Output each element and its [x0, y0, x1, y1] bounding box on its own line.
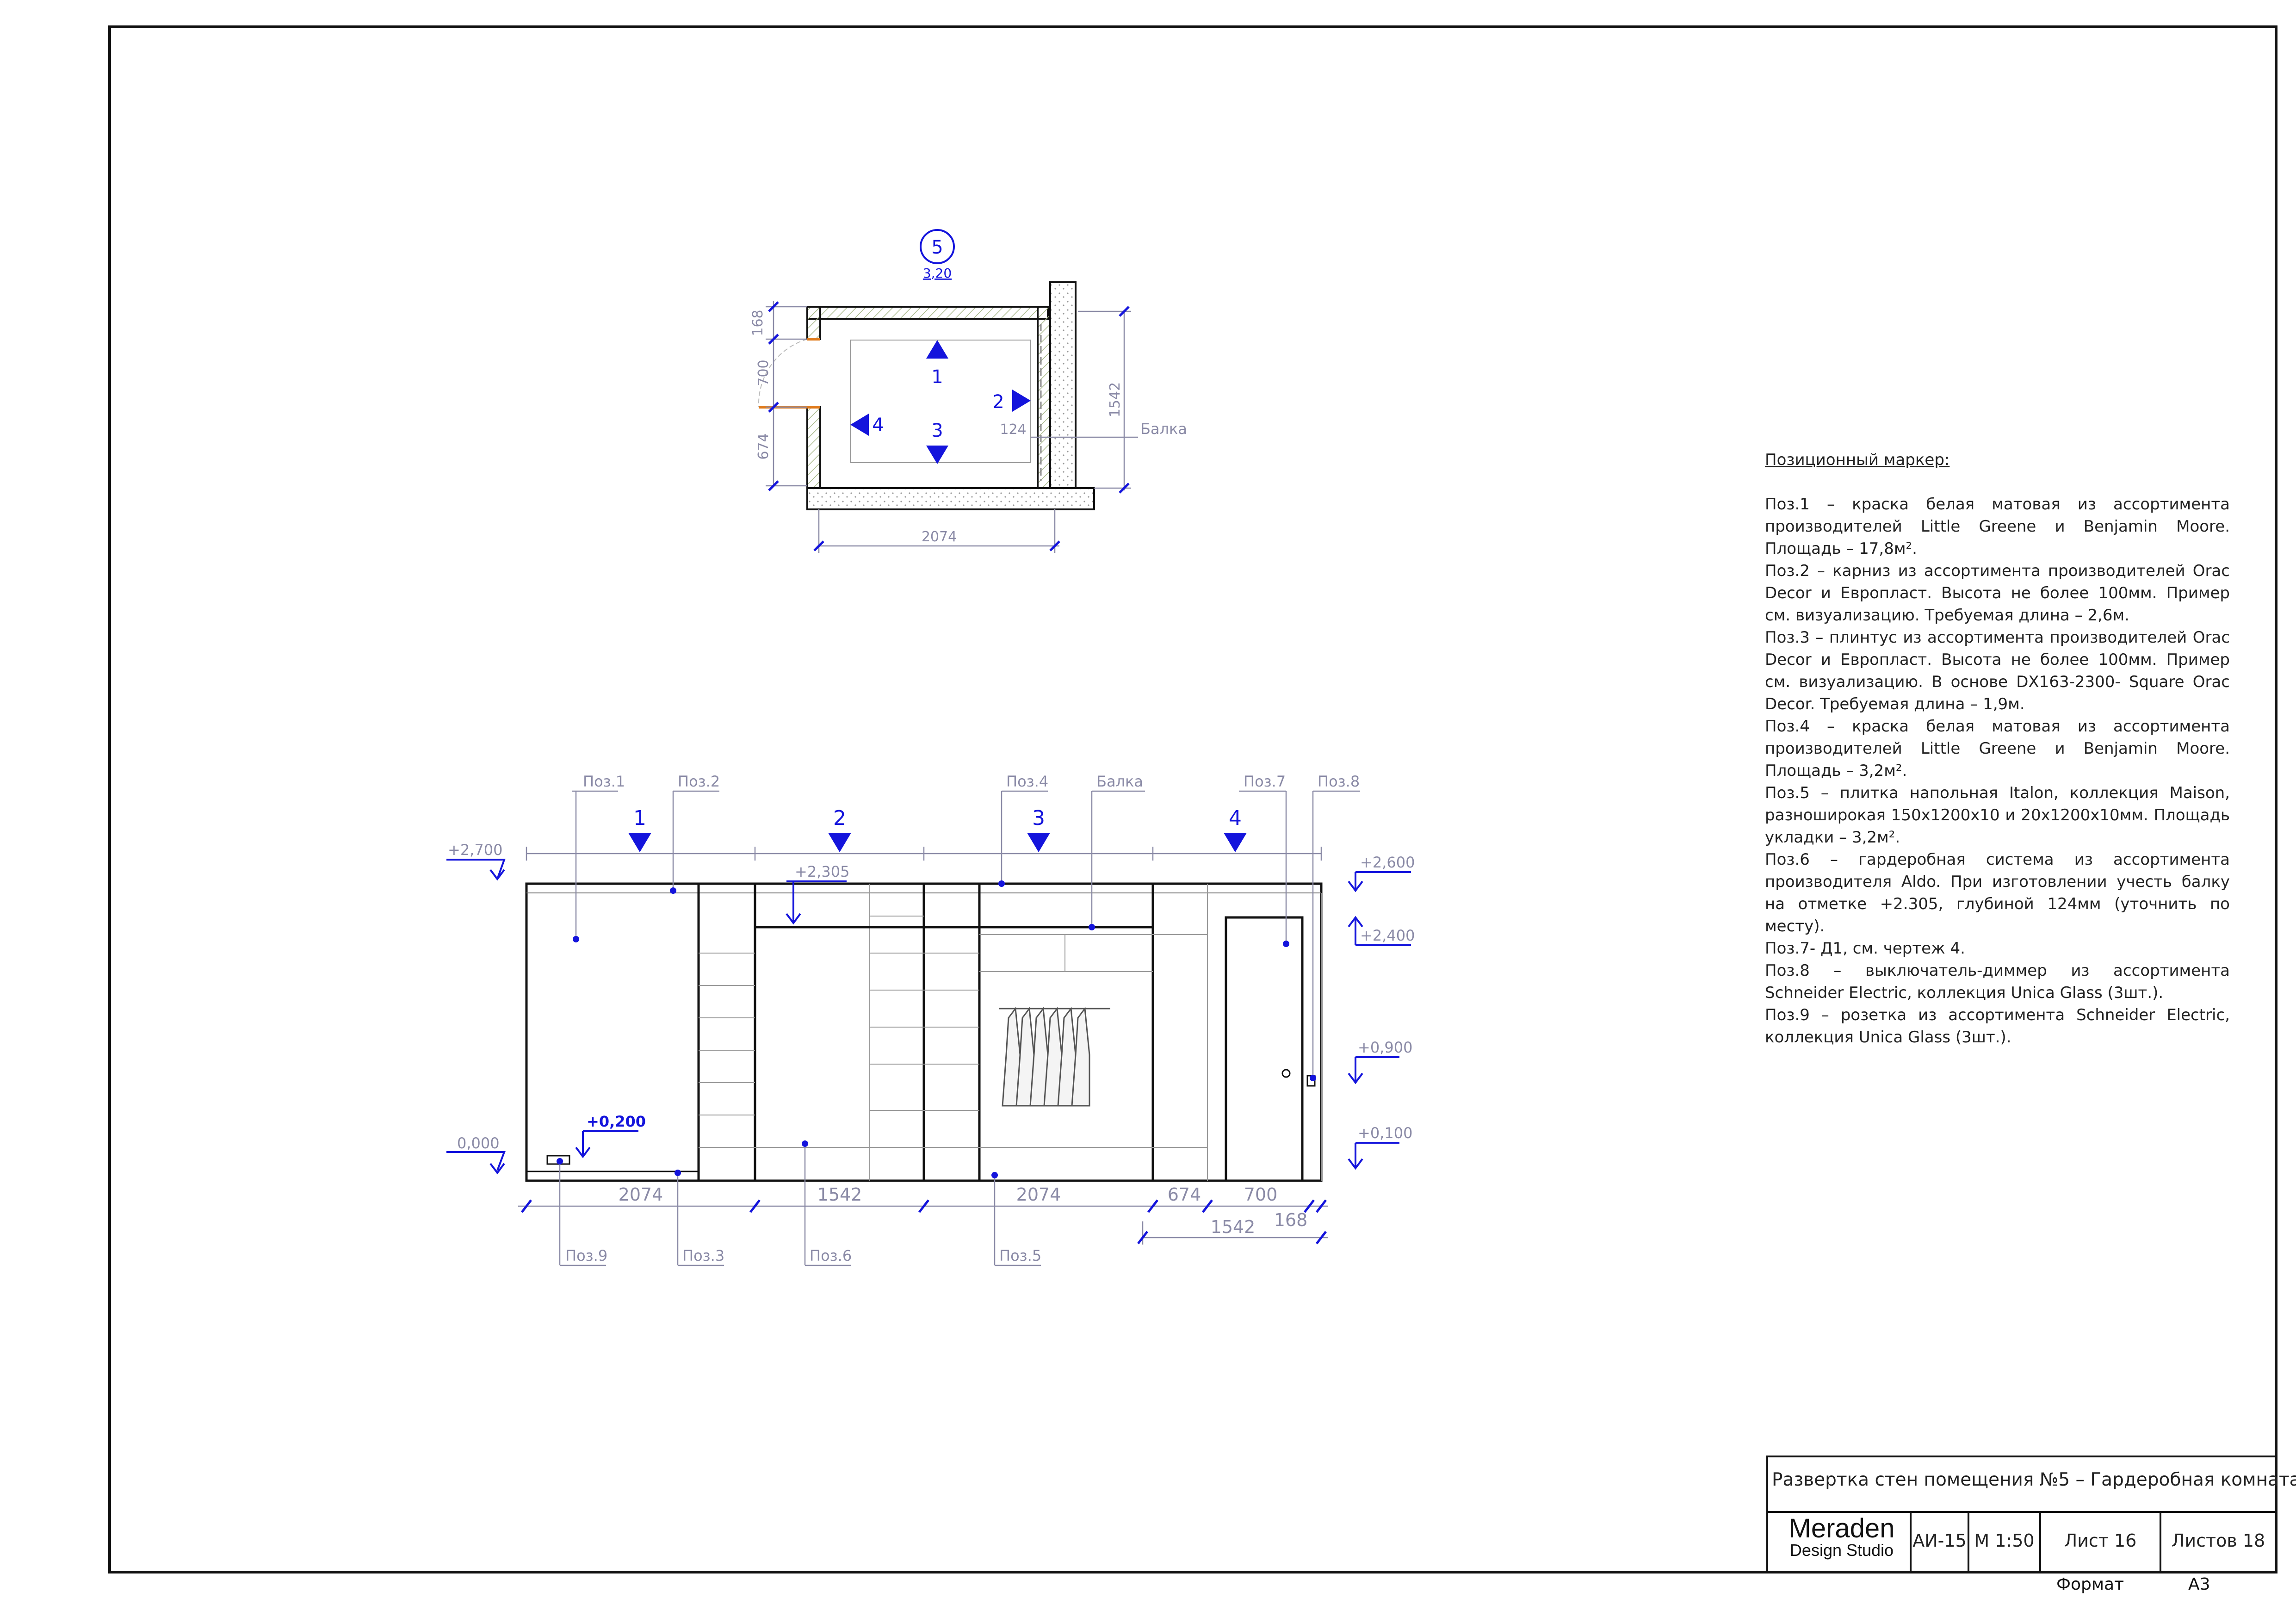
- svg-text:1: 1: [633, 806, 646, 830]
- note-item: Поз.9 – розетка из ассортимента Schneide…: [1765, 1006, 2230, 1047]
- sheet-number: Лист 16: [2064, 1530, 2137, 1551]
- note-item: Поз.2 – карниз из ассортимента производи…: [1765, 562, 2230, 625]
- plan-wardrobe-outline: [850, 340, 1031, 463]
- callout-poz9: Поз.9: [565, 1247, 607, 1264]
- callout-poz4: Поз.4: [1006, 773, 1048, 790]
- callout-poz2: Поз.2: [678, 773, 720, 790]
- elev-dim-e: 700: [1244, 1184, 1278, 1205]
- plan-view-arrow-4: [850, 414, 869, 436]
- plan-dim-2074: 2074: [922, 529, 957, 545]
- plan-floor-slab: [806, 487, 1095, 510]
- callout-poz7: Поз.7: [1244, 773, 1286, 790]
- elev-dim-d: 674: [1168, 1184, 1201, 1205]
- plan-view-label-1: 1: [931, 366, 943, 388]
- level-900: +0,900: [1358, 1039, 1412, 1056]
- plan-dim-674: 674: [755, 433, 772, 459]
- room-number: 5: [931, 237, 943, 258]
- brand-name: Meraden: [1789, 1513, 1895, 1543]
- wall-marker-3: 3: [1027, 806, 1050, 852]
- project-code: АИ-15: [1912, 1530, 1967, 1551]
- elev-dim-f: 1542: [1211, 1217, 1256, 1237]
- room-height: 3,20: [923, 266, 952, 281]
- plan-dim-700: 700: [755, 359, 772, 386]
- svg-text:3: 3: [1032, 806, 1045, 830]
- note-item: Поз.3 – плинтус из ассортимента производ…: [1765, 628, 2230, 713]
- elevation-wardrobe-shelves: [699, 884, 1322, 1181]
- notes-heading: Позиционный маркер:: [1765, 451, 1950, 469]
- note-item: Поз.1 – краска белая матовая из ассортим…: [1765, 495, 2230, 558]
- note-item: Поз.5 – плитка напольная Italon, коллекц…: [1765, 784, 2230, 847]
- callout-poz8: Поз.8: [1318, 773, 1360, 790]
- plan-view-label-2: 2: [992, 391, 1004, 413]
- level-100: +0,100: [1358, 1124, 1412, 1142]
- callout-poz6: Поз.6: [810, 1247, 852, 1264]
- plan-view-arrow-2: [1012, 390, 1031, 412]
- level-2400: +2,400: [1360, 927, 1415, 944]
- format-label: Формат: [2056, 1575, 2124, 1594]
- elev-dim-b: 1542: [817, 1184, 862, 1205]
- callout-poz3: Поз.3: [682, 1247, 724, 1264]
- plan-wall-left-lower: [806, 406, 821, 489]
- elevation-bottom-dims: [518, 1205, 1328, 1245]
- level-2305: +2,305: [795, 863, 849, 880]
- level-marks: [446, 859, 1411, 1175]
- plan-door-swing: [758, 339, 808, 408]
- elevation-door: [1225, 916, 1304, 1182]
- plan-view-arrow-1: [926, 340, 948, 359]
- callout-dots: [557, 880, 1316, 1178]
- level-000: 0,000: [457, 1134, 500, 1152]
- plan-dimension-lines: [766, 301, 1138, 553]
- format-value: А3: [2188, 1575, 2210, 1594]
- note-item: Поз.6 – гардеробная система из ассортиме…: [1765, 850, 2230, 935]
- elev-dim-g: 168: [1274, 1210, 1308, 1230]
- elevation-top-chain: [526, 847, 1322, 861]
- sheets-total: Листов 18: [2171, 1530, 2265, 1551]
- title-block: [1766, 1456, 2277, 1573]
- elev-dim-a: 2074: [619, 1184, 663, 1205]
- level-2700: +2,700: [448, 841, 502, 859]
- wall-elevation: 1 2 3 4 +2,700 +2,600 +2,400 +2: [446, 773, 1415, 1266]
- elev-dim-c: 2074: [1016, 1184, 1061, 1205]
- plan-dim-1542: 1542: [1107, 382, 1123, 417]
- plan-wall-left-upper: [806, 306, 821, 340]
- note-item: Поз.4 – краска белая матовая из ассортим…: [1765, 717, 2230, 780]
- level-2600: +2,600: [1360, 854, 1415, 871]
- brand-logo: Meraden Design Studio: [1775, 1513, 1909, 1560]
- plan-wall-inner-right: [1037, 306, 1051, 489]
- sheet-frame: [108, 25, 2277, 1573]
- plan-beam-label: Балка: [1140, 420, 1187, 438]
- floor-plan: 5 3,20 1 2 3 4: [750, 229, 1187, 553]
- plan-dim-124: 124: [1000, 421, 1026, 438]
- position-notes: Позиционный маркер: Поз.1 – краска белая…: [1765, 449, 2230, 1048]
- room-marker-circle: [920, 229, 955, 264]
- plan-view-label-4: 4: [872, 415, 884, 436]
- svg-text:2: 2: [833, 806, 846, 830]
- wall-marker-4: 4: [1224, 806, 1247, 852]
- elevation-dim-ticks: [521, 1199, 1327, 1245]
- callout-leaders: [559, 790, 1360, 1266]
- clothes-hangers: [999, 1007, 1110, 1107]
- callout-poz5: Поз.5: [999, 1247, 1041, 1264]
- level-200: +0,200: [587, 1113, 646, 1130]
- note-item: Поз.8 – выключатель-диммер из ассортимен…: [1765, 961, 2230, 1002]
- callout-poz1: Поз.1: [583, 773, 625, 790]
- plan-view-label-3: 3: [931, 420, 943, 441]
- svg-text:4: 4: [1229, 806, 1242, 830]
- brand-subtitle: Design Studio: [1789, 1541, 1894, 1560]
- plan-wall-right: [1049, 281, 1077, 489]
- plan-wall-top: [806, 306, 1049, 320]
- door-handle: [1281, 1069, 1291, 1078]
- wall-marker-2: 2: [828, 806, 851, 852]
- callout-beam: Балка: [1096, 773, 1143, 790]
- plan-view-arrow-3: [926, 446, 948, 464]
- plan-dim-168: 168: [750, 310, 766, 336]
- elevation-wall-dividers: [697, 884, 1154, 1181]
- sheet-title: Развертка стен помещения №5 – Гардеробна…: [1772, 1469, 2296, 1490]
- plan-dim-ticks: [768, 301, 1130, 551]
- wall-marker-1: 1: [628, 806, 651, 852]
- drawing-scale: М 1:50: [1974, 1530, 2035, 1551]
- note-item: Поз.7- Д1, см. чертеж 4.: [1765, 939, 1965, 958]
